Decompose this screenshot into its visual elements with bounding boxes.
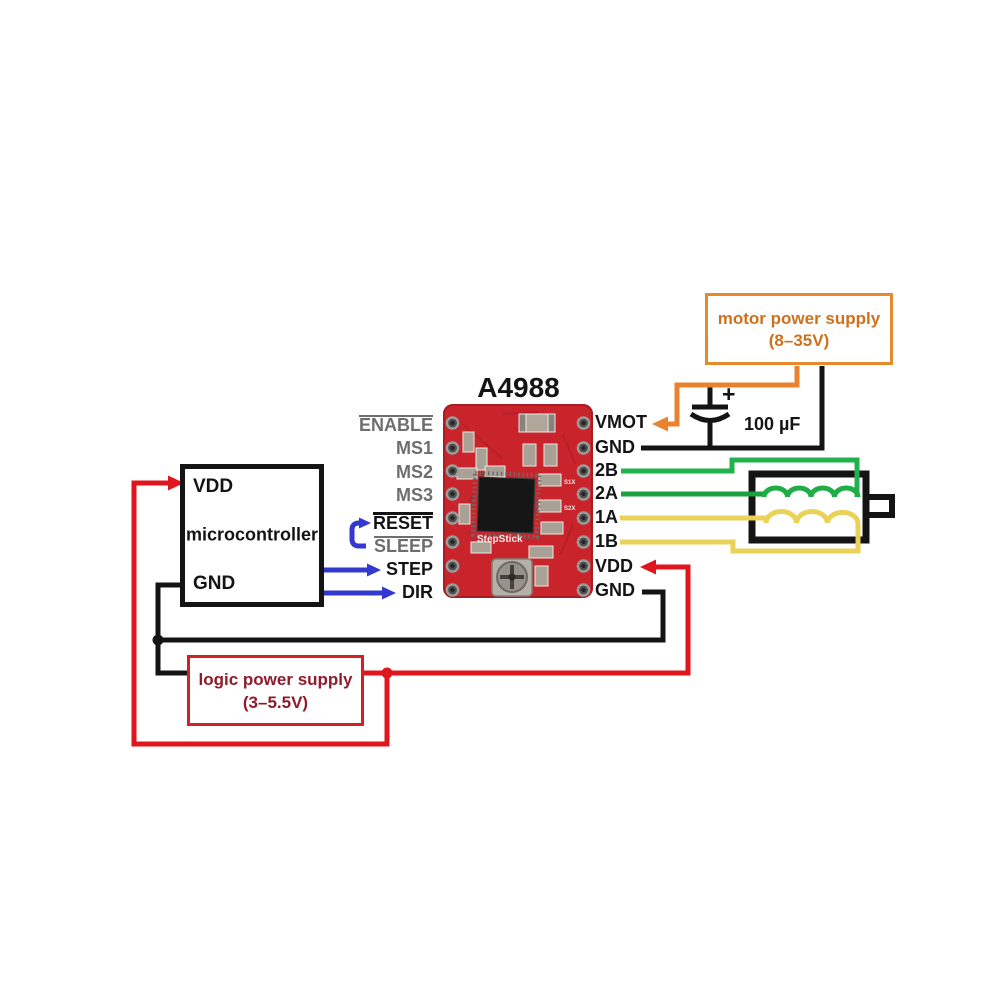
- pin-label-gnd-bottom: GND: [595, 580, 635, 600]
- vdd-wires: [131, 480, 691, 747]
- capacitor-value: 100 µF: [744, 414, 801, 434]
- pin-label-vdd: VDD: [595, 556, 634, 576]
- pin-label-ms3: MS3: [395, 485, 433, 505]
- silkscreen-marking: S2X: [564, 506, 576, 512]
- motor-power-supply-box: motor power supply (8–35V): [705, 293, 893, 365]
- board-graphics: [445, 411, 591, 597]
- silkscreen-marking: S1X: [564, 480, 576, 486]
- pin-label-reset: RESET: [372, 512, 433, 533]
- potentiometer: [491, 558, 533, 597]
- pin-label-sleep: SLEEP: [373, 536, 433, 556]
- logic-power-supply-box: logic power supply (3–5.5V): [187, 655, 364, 726]
- pin-label-dir: DIR: [402, 582, 433, 602]
- wire-vmot: [657, 366, 800, 427]
- motor-supply-title: motor power supply: [717, 309, 881, 328]
- smd-components: [456, 413, 564, 587]
- arrow-into-dir: [382, 586, 396, 600]
- arrow-into-mcu-vdd: [168, 475, 184, 491]
- motor-body: [748, 470, 870, 544]
- wire-gnd-board-to-junction: [158, 589, 666, 643]
- wire-vdd-left-loop: [131, 480, 390, 747]
- silkscreen-text: StepStick: [477, 534, 523, 545]
- logic-supply-title: logic power supply: [198, 670, 353, 689]
- pin-label-vmot: VMOT: [595, 412, 647, 432]
- pin-label-enable: ENABLE: [358, 415, 433, 435]
- pin-label-2a: 2A: [595, 483, 619, 503]
- microcontroller-box: VDD GND microcontroller: [180, 464, 324, 607]
- motor-shaft: [863, 494, 895, 518]
- pin-label-ms2: MS2: [395, 462, 433, 482]
- mcu-gnd-label: GND: [193, 573, 236, 594]
- mcu-title: microcontroller: [185, 524, 319, 545]
- pin-label-ms1: MS1: [395, 438, 433, 458]
- arrow-into-vmot: [652, 416, 668, 432]
- vdd-junction-dot: [381, 667, 393, 679]
- arrow-into-step: [367, 563, 381, 577]
- motor-coil-green: [761, 485, 861, 498]
- gnd-wires: [155, 366, 825, 676]
- pin-label-1a: 1A: [595, 507, 619, 527]
- motor-coil-yellow: [763, 509, 861, 524]
- logic-supply-range: (3–5.5V): [242, 693, 309, 712]
- wire-gnd-motor-supply: [641, 366, 825, 451]
- mcu-vdd-label: VDD: [193, 476, 234, 497]
- wire-2b: [621, 457, 860, 497]
- wire-vdd-right-loop: [364, 564, 691, 676]
- arrow-into-board-vdd: [640, 559, 656, 575]
- pin-label-gnd-top: GND: [595, 437, 635, 457]
- board-title: A4988: [477, 372, 560, 403]
- wire-1b: [620, 523, 861, 554]
- gnd-junction-dot: [152, 634, 164, 646]
- capacitor-polarity: +: [722, 381, 736, 407]
- ic-chip: [470, 470, 542, 540]
- a4988-board: StepStick S1X S2X: [443, 404, 593, 598]
- wire-reset-sleep-jumper: [349, 520, 366, 549]
- cap-bottom-plate: [689, 411, 731, 423]
- wire-gnd-mcu-to-logic: [155, 582, 188, 676]
- signal-wires: [323, 520, 386, 596]
- pin-holes: [445, 416, 591, 597]
- pin-label-step: STEP: [385, 559, 433, 579]
- pin-label-1b: 1B: [595, 531, 619, 551]
- pin-label-2b: 2B: [595, 460, 619, 480]
- motor-supply-range: (8–35V): [768, 331, 830, 350]
- arrow-into-reset: [359, 517, 371, 529]
